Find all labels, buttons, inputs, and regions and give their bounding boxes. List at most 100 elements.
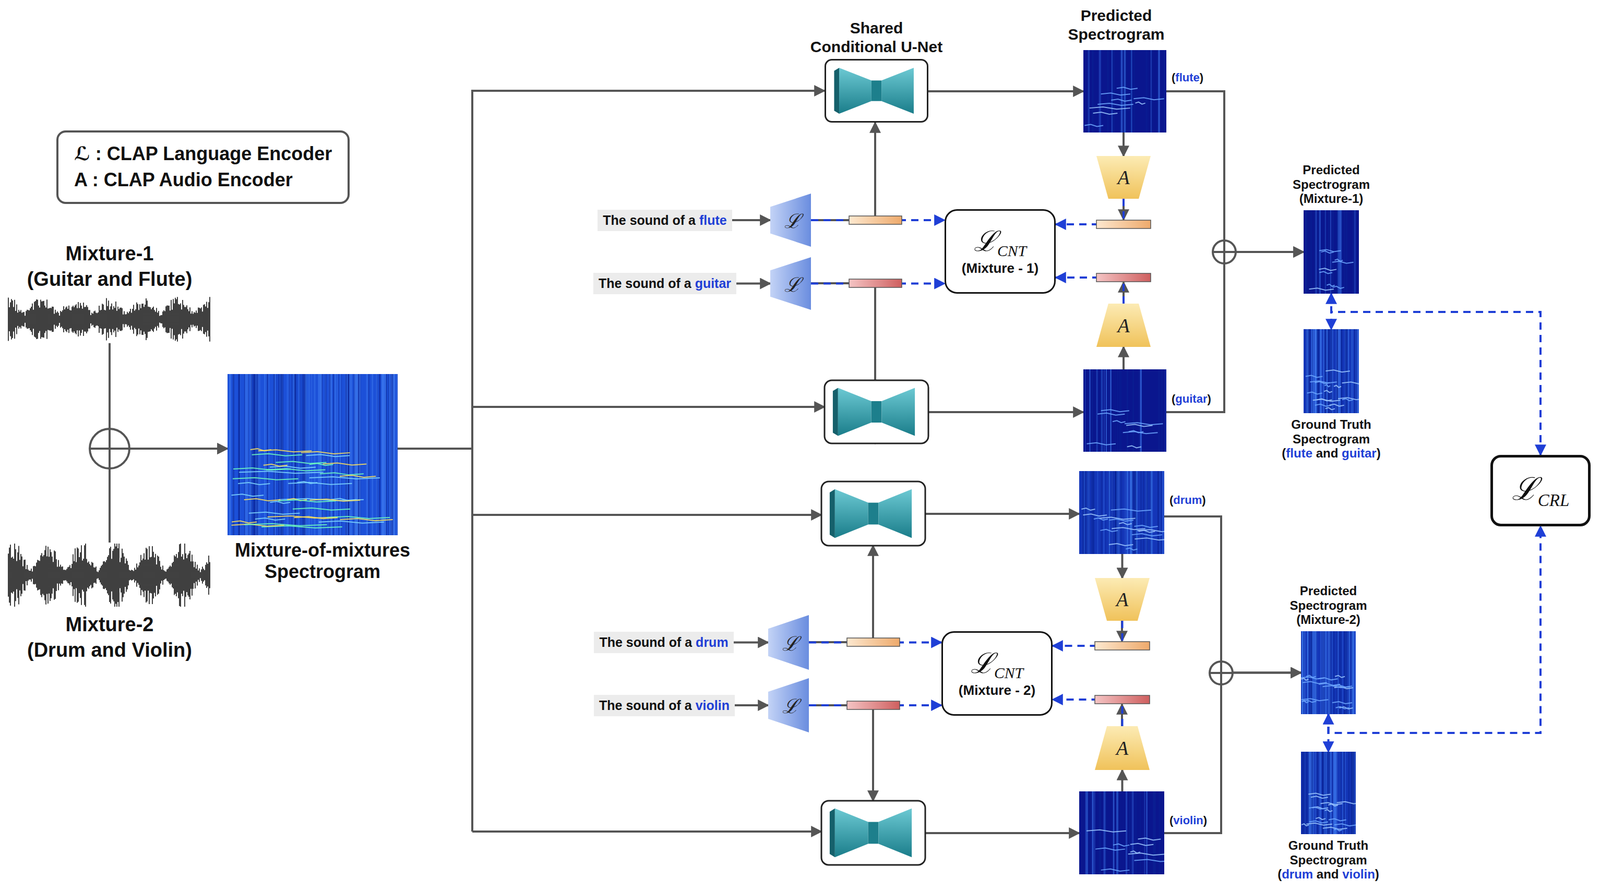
audio-encoder: A [1094,578,1150,622]
embedding-bar [1094,641,1150,651]
node-text: Shared Conditional U-Net [806,18,947,57]
spectrogram-image [1300,751,1356,835]
node-text: ℒ [768,615,809,671]
spectrogram-image [1079,791,1165,875]
flow-arrow [1166,91,1304,253]
text-part: guitar [695,276,732,291]
text-part: Predicted Spectrogram [1289,583,1367,613]
node-text: Predicted Spectrogram (Mixture-1) [1263,162,1400,207]
node-text: Ground Truth Spectrogram (flute and guit… [1263,417,1400,461]
text-part: violin [695,698,730,713]
waveform: Mixture-2 (Drum and Violin) [5,542,214,664]
node-text: ℒCRL [1511,472,1570,510]
unet-bottleneck [871,401,882,423]
text-part: violin [1342,867,1376,882]
text-part: ( [1277,867,1282,882]
unet-encoder [834,489,869,539]
column-heading: Predicted Spectrogram [1037,6,1195,44]
spectrogram: Ground Truth Spectrogram (flute and guit… [1303,329,1359,414]
spectrogram-image [1083,369,1167,452]
text-part: (Drum and Violin) [27,639,193,662]
embedding-bar [849,216,902,225]
flow-arrow [397,90,825,449]
spectrogram: Predicted Spectrogram (Mixture-2) [1300,631,1356,715]
audio-encoder: A [1094,726,1150,771]
text-prompt: The sound of a drum [593,631,734,654]
unet-side [832,388,839,437]
flow-arrow [1122,347,1125,370]
node-text: ℒCNT [973,226,1027,260]
spectrogram: (flute) [1083,50,1167,133]
flow-arrow [734,704,769,707]
node-text: ℒ [770,257,811,310]
loss-connector [1328,526,1542,734]
unet-side [829,489,835,539]
node-text: ℒ [768,678,809,733]
unet-box [821,481,926,546]
wire [472,830,822,833]
unet-encoder [834,808,869,858]
text-part: ( [1171,392,1176,406]
unet-graphic [826,60,927,122]
text-part: (Guitar and Flute) [27,268,193,291]
text-part: ) [1201,493,1206,507]
embedding-bar [1096,220,1151,229]
text-part: ( [1171,70,1176,85]
sum-symbol [89,428,130,469]
spectrogram-image [1303,329,1359,414]
language-encoder: ℒ [768,678,809,733]
text-part: ( [1169,493,1174,507]
node-text: The sound of a violin [599,698,730,714]
text-prompt: The sound of a violin [593,695,735,717]
language-encoder: ℒ [770,193,811,247]
text-part: The sound of a [598,276,696,291]
text-part: Mixture-1 [65,242,154,265]
wire [810,283,876,444]
spectrogram: Predicted Spectrogram (Mixture-1) [1303,210,1359,294]
spectrogram-image [1079,471,1165,555]
unet-side [829,808,835,858]
text-part: The sound of a [602,212,700,228]
text-prompt: The sound of a guitar [593,272,737,295]
text-part: ( [1281,446,1286,461]
unet-block: Shared Conditional U-Net [824,58,929,123]
loss-box: ℒCNT(Mixture - 2) [941,631,1053,716]
text-part: drum [695,635,729,650]
embedding-bar [846,701,900,710]
text-part: CNT [994,665,1024,683]
flow-arrow [733,641,769,644]
node-text: (drum) [1168,493,1208,508]
embedding-bar [1094,695,1150,704]
spectrogram-image [1300,631,1356,715]
text-part: ) [1376,446,1381,461]
node-text: Mixture-2 (Drum and Violin) [27,612,193,664]
wire [928,411,1084,414]
unet-encoder [839,67,872,114]
node-text: A [1094,578,1150,622]
loss-box: ℒCNT(Mixture - 1) [944,209,1056,294]
language-encoder: ℒ [768,615,809,671]
sum-symbol [1209,661,1233,685]
flow-arrow [1122,132,1125,157]
spectrogram-image [1303,210,1359,294]
node-text: ℒ [770,193,811,247]
spectrogram: (violin) [1079,791,1165,875]
node-text: The sound of a flute [602,212,727,229]
node-text: A [1094,726,1150,771]
audio-encoder: A [1096,156,1151,199]
unet-box [821,801,926,866]
text-part: ) [1199,70,1204,85]
waveform: Mixture-1 (Guitar and Flute) [5,241,214,344]
text-part: ℒ [1511,472,1538,507]
text-prompt: The sound of a flute [597,209,733,232]
layout-wires [472,198,1124,834]
flow-arrow [1166,252,1304,413]
node-text: Mixture-of-mixtures Spectrogram [197,539,448,583]
unet-decoder [878,808,912,858]
waveform-plot [7,295,212,344]
flow-arrow [732,219,771,222]
text-part: ℒ [973,225,998,258]
legend-box: ℒ : CLAP Language EncoderA : CLAP Audio … [56,130,350,205]
